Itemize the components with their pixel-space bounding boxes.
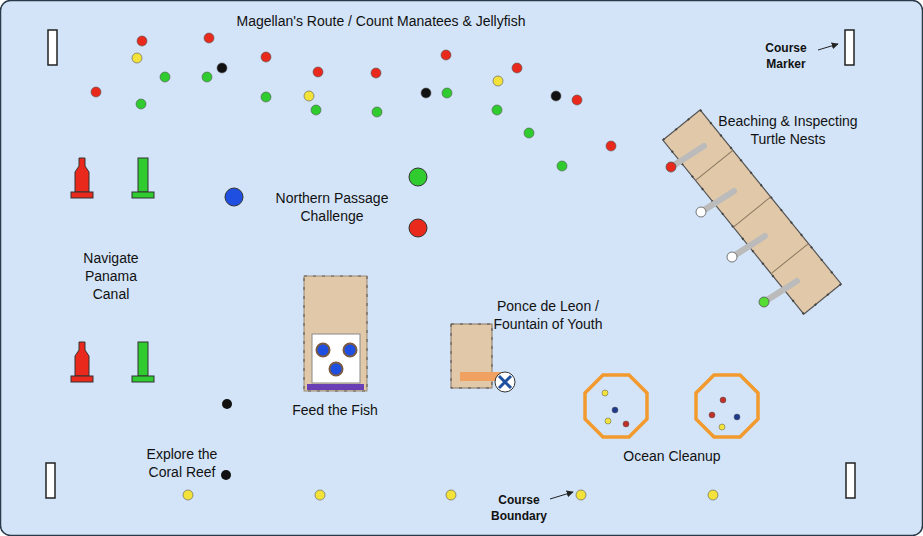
area-label: Course Boundary — [487, 492, 551, 524]
area-label: Course Marker — [757, 40, 815, 72]
area-label: Navigate Panama Canal — [74, 249, 148, 303]
area-label: Northern Passage Challenge — [267, 189, 397, 225]
area-label: Ocean Cleanup — [607, 447, 737, 465]
area-label: Magellan's Route / Count Manatees & Jell… — [201, 12, 561, 30]
area-label: Ponce de Leon / Fountain of Youth — [473, 297, 623, 333]
area-label: Explore the Coral Reef — [132, 445, 232, 481]
area-label: Feed the Fish — [280, 401, 390, 419]
area-label: Beaching & Inspecting Turtle Nests — [712, 112, 864, 148]
